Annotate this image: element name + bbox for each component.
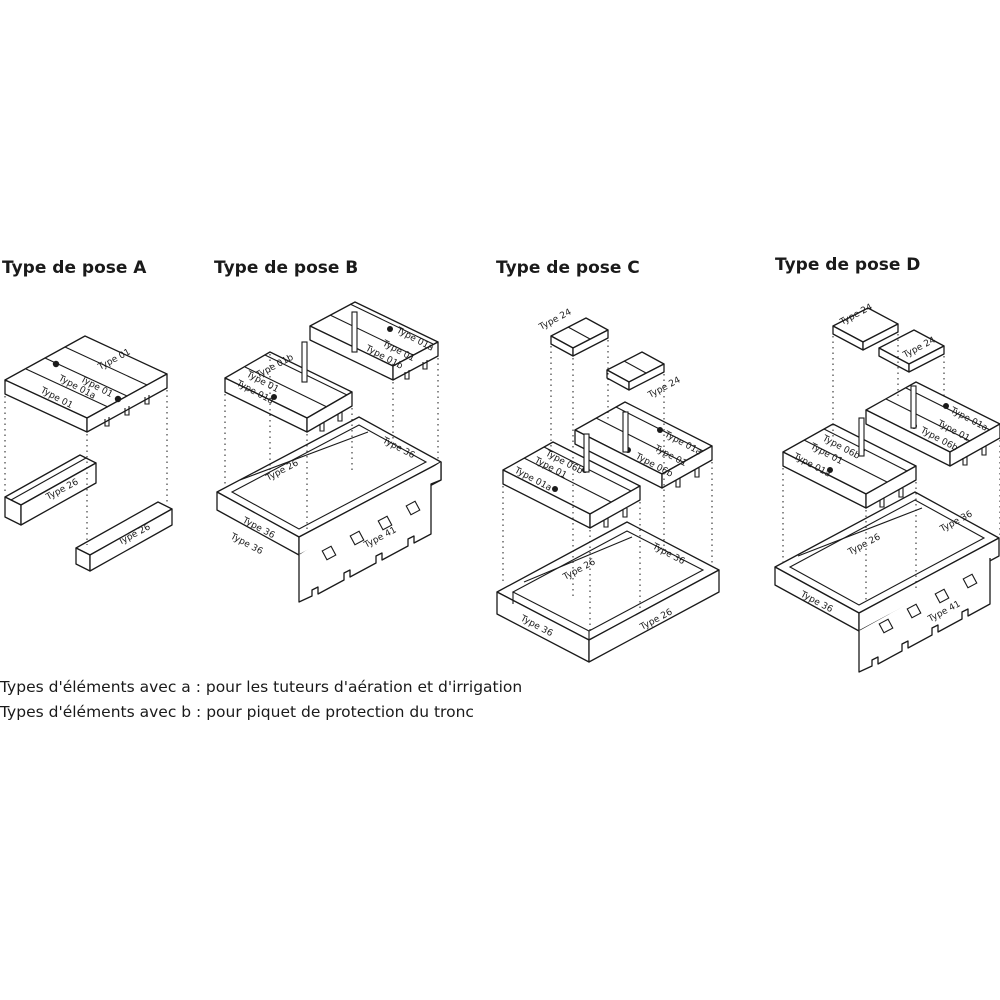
pose-b-grate-right (309, 301, 439, 381)
pose-a-diagram: Type 01 Type 01 Type 01a Type 01 Type 26… (4, 335, 173, 572)
pose-a-rail-26-left (4, 454, 97, 526)
pose-b-pit-wall (298, 462, 442, 603)
pose-d-plate-24-left (832, 307, 899, 351)
pose-b-grate-left (224, 351, 353, 433)
pose-b-post-right (351, 311, 358, 353)
pose-d-post-left (858, 417, 865, 457)
pose-c-plate-24-left (550, 317, 609, 357)
pose-d-frame (774, 491, 1000, 632)
pose-a-grate (4, 335, 168, 433)
pose-d-diagram: Type 24 Type 24 Type 01a Type 01 Type 06… (774, 302, 1000, 673)
pose-d-pit-wall (858, 558, 991, 673)
legend-line-a: Types d'éléments avec a : pour les tuteu… (0, 678, 523, 696)
pose-d-title: Type de pose D (775, 255, 921, 275)
pose-c-post-left (583, 433, 590, 473)
legend-line-b: Types d'éléments avec b : pour piquet de… (0, 703, 474, 721)
pose-c-plate-24-right (606, 351, 665, 391)
pose-b-post-left (301, 341, 308, 383)
pose-c-grate-right (574, 401, 713, 489)
pose-b-label-36-lower: Type 36 (228, 531, 265, 557)
pose-d-grate-left (782, 423, 917, 509)
pose-c-post-right (622, 411, 629, 453)
pose-a-rail-26-right (75, 501, 173, 572)
pose-c-frame (496, 521, 720, 663)
pose-d-post-right (910, 385, 917, 429)
pose-a-title: Type de pose A (2, 258, 147, 278)
pose-c-diagram: Type 24 Type 24 Type 01a Type 01 Type 06… (496, 307, 720, 663)
pose-d-plate-24-right (878, 329, 945, 373)
pose-b-diagram: Type 01b Type 01 Type 01a Type 01a Type … (216, 301, 442, 603)
pose-b-title: Type de pose B (214, 258, 359, 278)
pose-c-title: Type de pose C (496, 258, 640, 278)
pose-c-grate-left (502, 441, 641, 529)
